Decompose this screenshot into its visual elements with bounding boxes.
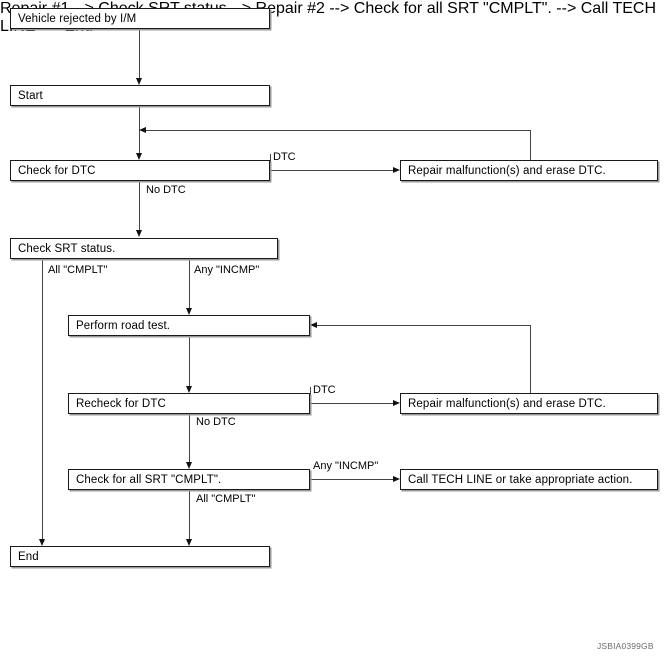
node-repair-erase-2-label: Repair malfunction(s) and erase DTC. <box>408 397 606 410</box>
node-end: End <box>10 546 270 567</box>
arrowhead-dtc2 <box>393 400 400 406</box>
edge-roadtest-to-recheck <box>189 336 190 386</box>
arrowhead-no-dtc1 <box>136 230 142 237</box>
figure-id-watermark: JSBIA0399GB <box>597 641 654 651</box>
arrowhead-roadtest-to-recheck <box>186 386 192 393</box>
edge-dtc1-stub <box>270 154 271 171</box>
edge-label-no-dtc-2: No DTC <box>196 416 236 428</box>
arrowhead-dtc1 <box>393 167 400 173</box>
node-recheck-for-dtc-label: Recheck for DTC <box>76 397 166 410</box>
edge-repair2-return-vertical <box>530 325 531 393</box>
edge-label-any-incmp-1: Any "INCMP" <box>194 264 260 276</box>
edge-repair1-return-vertical <box>530 130 531 160</box>
node-vehicle-rejected: Vehicle rejected by I/M <box>10 8 270 29</box>
arrowhead-any-incmp2 <box>393 476 400 482</box>
node-recheck-for-dtc: Recheck for DTC <box>68 393 310 414</box>
node-repair-erase-1: Repair malfunction(s) and erase DTC. <box>400 160 658 181</box>
node-start-label: Start <box>18 89 43 102</box>
arrowhead-all-cmplt1 <box>39 539 45 546</box>
edge-label-any-incmp-2: Any "INCMP" <box>313 460 379 472</box>
edge-label-dtc-1: DTC <box>273 151 296 163</box>
edge-label-all-cmplt-2: All "CMPLT" <box>196 493 256 505</box>
edge-repair1-return-horizontal <box>143 130 530 131</box>
arrowhead-any-incmp1 <box>186 308 192 315</box>
arrowhead-no-dtc2 <box>186 462 192 469</box>
node-perform-road-test: Perform road test. <box>68 315 310 336</box>
arrowhead-start-to-check-dtc <box>136 153 142 160</box>
arrowhead-vehicle-to-start <box>136 78 142 85</box>
arrowhead-repair1-return <box>139 126 146 133</box>
edge-vehicle-to-start <box>139 29 140 79</box>
edge-all-cmplt2-vertical <box>189 490 190 540</box>
edge-label-all-cmplt-1: All "CMPLT" <box>48 264 108 276</box>
node-check-for-dtc-label: Check for DTC <box>18 164 96 177</box>
node-check-all-srt-cmplt: Check for all SRT "CMPLT". <box>68 469 310 490</box>
node-check-for-dtc: Check for DTC <box>10 160 270 181</box>
node-check-all-srt-cmplt-label: Check for all SRT "CMPLT". <box>76 473 222 486</box>
edge-dtc1-horizontal <box>270 170 393 171</box>
edge-no-dtc1-vertical <box>139 181 140 231</box>
edge-label-dtc-2: DTC <box>313 384 336 396</box>
node-check-srt-status: Check SRT status. <box>10 238 278 259</box>
arrowhead-all-cmplt2 <box>186 539 192 546</box>
edge-any-incmp1-vertical <box>189 259 190 309</box>
node-perform-road-test-label: Perform road test. <box>76 319 171 332</box>
edge-repair2-return-horizontal <box>314 325 530 326</box>
edge-dtc2-stub <box>310 387 311 404</box>
arrowhead-repair2-return <box>310 321 317 328</box>
node-start: Start <box>10 85 270 106</box>
edge-no-dtc2-vertical <box>189 414 190 463</box>
node-check-srt-status-label: Check SRT status. <box>18 242 116 255</box>
edge-dtc2-horizontal <box>310 403 393 404</box>
edge-any-incmp2-horizontal <box>310 479 393 480</box>
node-repair-erase-1-label: Repair malfunction(s) and erase DTC. <box>408 164 606 177</box>
node-vehicle-rejected-label: Vehicle rejected by I/M <box>18 12 137 25</box>
node-call-tech-line-label: Call TECH LINE or take appropriate actio… <box>408 473 633 486</box>
node-call-tech-line: Call TECH LINE or take appropriate actio… <box>400 469 658 490</box>
node-repair-erase-2: Repair malfunction(s) and erase DTC. <box>400 393 658 414</box>
node-end-label: End <box>18 550 39 563</box>
edge-all-cmplt1-vertical <box>42 259 43 540</box>
edge-label-no-dtc-1: No DTC <box>146 184 186 196</box>
